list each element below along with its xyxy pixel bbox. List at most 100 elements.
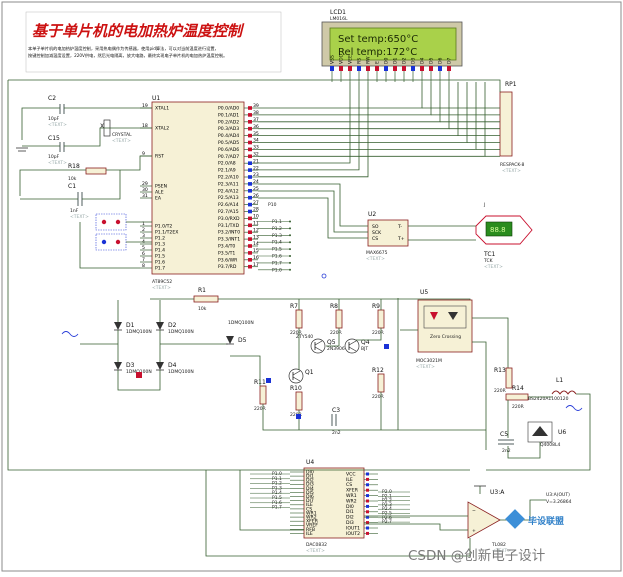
power-stage[interactable]: R13 220R R14 220R C5 2n2 L1 BS2420A11001… [486, 367, 591, 471]
oscillator-section[interactable]: C2 10pF <TEXT> C15 10pF <TEXT> X1 CRYSTA… [16, 95, 152, 166]
max-model: MAX6675 [366, 250, 388, 256]
thermocouple-tc1[interactable]: J 88.8 TC1 TCK <TEXT> [408, 202, 533, 270]
mcu-body [151, 101, 245, 275]
opamp-out-label: U3:A(OUT) [546, 492, 570, 498]
mcu-pin-number: 39 [253, 103, 259, 109]
dac-pin-name: DI3 [346, 520, 354, 526]
respack-rp1[interactable]: RP1 RESPACK-8 <TEXT> [499, 81, 524, 174]
mcu-pin-name: P0.0/AD0 [218, 106, 239, 112]
c1-ref: C1 [68, 183, 76, 190]
max-pin-sck: SCK [372, 230, 382, 236]
r1-ref: R1 [198, 287, 206, 294]
c5-value: 2n2 [502, 448, 511, 454]
diode-ref: D2 [168, 322, 177, 329]
dac-pin-name: DI4 [306, 486, 314, 492]
mcu-net-label: P1.5 [272, 247, 282, 253]
mcu-pin-number: 31 [142, 193, 148, 199]
opamp-model: TL082 [491, 542, 506, 548]
mcu-pin-number: 34 [253, 138, 259, 144]
crystal-text-placeholder: <TEXT> [112, 138, 131, 144]
mcu-pin-number: 38 [253, 110, 259, 116]
lcd-line-2: Rel temp:172°C [338, 47, 417, 58]
diode-bridge[interactable]: D11DMQ100ND21DMQ100ND31DMQ100ND41DMQ100N [80, 300, 228, 391]
optotriac-u5[interactable]: U5 Zero Crossing MOC3021M <TEXT> [400, 289, 509, 450]
resistor-value: 220R [372, 330, 384, 336]
lcd-pin-marker [438, 66, 442, 71]
lcd-module[interactable]: LCD1 LM016L Set temp:650°C Rel temp:172°… [321, 9, 463, 82]
d5-model: 1DMQ100N [228, 320, 254, 326]
mcu-pin-number: 14 [253, 241, 259, 247]
dac-pin-name: DI6 [306, 494, 314, 500]
diode-d5[interactable]: D5 1DMQ100N [226, 320, 254, 345]
opamp-plus-sign: + [472, 528, 476, 534]
transistor-stage[interactable]: R7220RR8220RR9220RR11220RR10220RR12220RQ… [230, 299, 389, 436]
mcu-pin-name: P1.1/T2EX [155, 230, 178, 236]
lcd-pin-label: VEE [348, 55, 354, 64]
dac-pin-name: WR1 [306, 510, 317, 516]
c3-ref: C3 [332, 407, 340, 414]
mcu-pin-name: P1.7 [155, 266, 165, 272]
lcd-pin-label: VSS [330, 55, 336, 64]
bus-wires [258, 82, 500, 239]
mcu-pin-name: P3.0/RXD [218, 216, 240, 222]
u5-model: MOC3021M [416, 358, 442, 364]
dac-pin-name: IOUT2 [346, 531, 360, 537]
dac-u4[interactable]: U4 DI0DI1DI2DI3DI4DI5DI6DI7ILECSWR1WR2XF… [250, 459, 410, 554]
frame-wires [7, 79, 501, 557]
mcu-pin-number: 30 [142, 187, 148, 193]
keypad-buttons[interactable] [79, 213, 152, 269]
r18-value: 10k [68, 176, 77, 182]
c1-value: 1nF [70, 208, 79, 214]
zener-model: ZTY540 [296, 334, 313, 340]
probe-marker [266, 378, 271, 383]
reset-section[interactable]: R18 10k C1 1nF <TEXT> [19, 155, 152, 220]
mcu-pin-marker [248, 140, 252, 145]
max-text-placeholder: <TEXT> [366, 256, 385, 262]
lcd-pin-label: D0 [384, 57, 390, 64]
opamp-ref: U3:A [490, 489, 505, 496]
dac-pin-name: DI2 [346, 515, 354, 521]
mcu-pin-number: 37 [253, 117, 259, 123]
button-4-icon[interactable] [115, 239, 121, 245]
mcu-pin-name: P0.7/AD7 [218, 154, 239, 160]
mcu-pin-name: P0.1/AD1 [218, 112, 239, 118]
title-block: 基于单片机的电加热炉温度控制 本单子单片机的电加热炉温度控制，采用热电偶作为传感… [25, 11, 282, 73]
mcu-pin-number: 2 [142, 227, 145, 233]
lcd-pin-label: D4 [420, 57, 426, 64]
mcu-pin-name: P0.5/AD5 [218, 140, 239, 146]
u5-inner-text: Zero Crossing [430, 334, 461, 340]
d5-ref: D5 [238, 337, 247, 344]
mcu-pin-name: P1.3 [155, 242, 165, 248]
button-2-icon[interactable] [115, 219, 121, 225]
mcu-pin-marker [248, 120, 252, 124]
mcu-pin-number: 6 [142, 251, 145, 257]
mcu-pin-number: 22 [253, 165, 259, 171]
button-3-icon[interactable] [101, 239, 107, 245]
mcu-pin-number: 35 [253, 131, 259, 137]
inductor-icon [551, 390, 577, 395]
rp1-model: RESPACK-8 [500, 162, 524, 168]
mcu-pin-name: P1.4 [155, 248, 165, 254]
mcu-pin-name: EA [155, 196, 162, 202]
mcu-pin-name: P3.7/RD [218, 264, 237, 270]
mcu-pin-marker [248, 182, 252, 186]
bridge-marker [136, 372, 142, 378]
mcu-pin-marker [248, 251, 252, 255]
c15-text-placeholder: <TEXT> [48, 160, 67, 166]
button-1-icon[interactable] [101, 219, 107, 225]
rp1-ref: RP1 [505, 81, 517, 88]
opamp-u3a[interactable]: U3:A − + TL082 <TEXT> U3:A(OUT) V=3.2686… [364, 485, 572, 554]
brand-text: 毕设联盟 [528, 515, 564, 527]
lcd-pin-label: RS [357, 58, 363, 64]
mcu-pin-name: XTAL2 [155, 126, 169, 132]
mcu-pin-name: P3.4/T0 [218, 244, 235, 250]
tc-probe: J [483, 202, 485, 208]
lcd-pin-label: D2 [402, 57, 408, 64]
max-pin-tminus: T- [397, 224, 402, 230]
mcu-pin-marker [248, 106, 252, 110]
max6675-u2[interactable]: U2 SO SCK CS T- T+ MAX6675 <TEXT> [366, 211, 409, 262]
max-pin-so: SO [372, 224, 379, 230]
dac-pin-name: WR1 [346, 493, 357, 499]
